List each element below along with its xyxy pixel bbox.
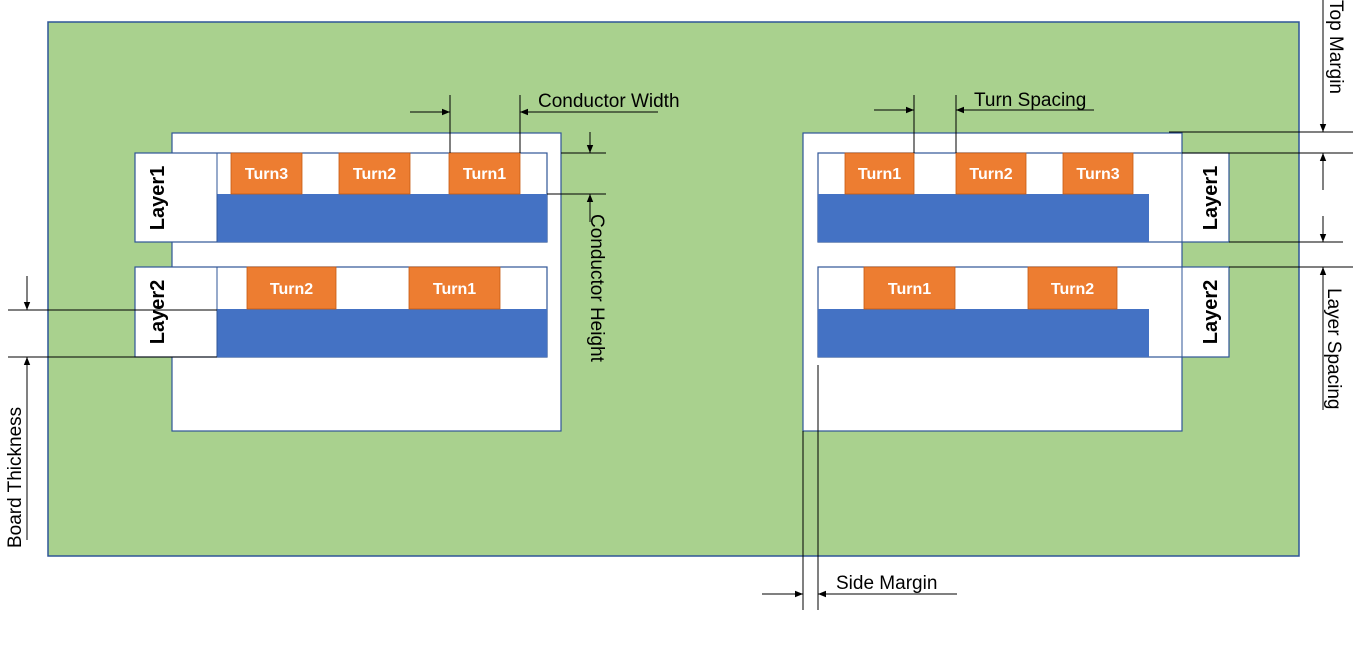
right-layer1-turn2-label: Turn2 xyxy=(969,166,1012,183)
turn-spacing-dimension: Turn Spacing xyxy=(874,90,1094,153)
left-layer1-turn2 xyxy=(338,152,411,195)
conductor-width-label: Conductor Width xyxy=(538,91,680,112)
board-thickness-label: Board Thickness xyxy=(5,407,26,548)
right-layer1-turn1 xyxy=(844,152,915,195)
conductor-height-dimension: Conductor Height xyxy=(547,132,607,363)
left-layer2-turn2-label: Turn2 xyxy=(270,281,313,298)
side-margin-label: Side Margin xyxy=(836,573,937,594)
left-layer1-label: Layer1 xyxy=(147,166,169,231)
left-layer2-label: Layer2 xyxy=(147,280,169,345)
right-layer2-turn2 xyxy=(1027,266,1118,310)
board-thickness-dimension: Board Thickness xyxy=(5,276,217,548)
left-layer2-conductor-bar xyxy=(217,309,547,357)
layer-spacing-label: Layer Spacing xyxy=(1323,288,1344,409)
left-layer1-conductor-bar xyxy=(217,194,547,242)
left-layer1-turn1-label: Turn1 xyxy=(463,166,506,183)
right-layer2-turn1 xyxy=(863,266,956,310)
left-layer1-turn3-label: Turn3 xyxy=(245,166,288,183)
right-layer1-turn3 xyxy=(1062,152,1134,195)
right-layer2-turn1-label: Turn1 xyxy=(888,281,931,298)
right-layer1-turn3-label: Turn3 xyxy=(1076,166,1119,183)
right-layer1-turn1-label: Turn1 xyxy=(858,166,901,183)
left-layer1-turn1 xyxy=(448,152,521,195)
right-layer2-label: Layer2 xyxy=(1200,280,1222,345)
left-layer1-turn3 xyxy=(230,152,303,195)
left-layer2-turn1 xyxy=(408,266,501,310)
side-margin-dimension: Side Margin xyxy=(762,365,957,610)
left-layer2-turn2 xyxy=(246,266,337,310)
right-layer1-conductor-bar xyxy=(818,194,1149,242)
conductor-height-label: Conductor Height xyxy=(586,214,607,363)
left-layer2-turn1-label: Turn1 xyxy=(433,281,476,298)
top-margin-dimension: Top Margin xyxy=(1169,0,1353,190)
right-layer2-conductor-bar xyxy=(818,309,1149,357)
right-layer2-turn2-label: Turn2 xyxy=(1051,281,1094,298)
right-layer1-turn2 xyxy=(955,152,1027,195)
layer-spacing-dimension: Layer Spacing xyxy=(1229,216,1353,410)
conductor-width-dimension: Conductor Width xyxy=(410,91,680,153)
right-layer1-label: Layer1 xyxy=(1200,166,1222,231)
turn-spacing-label: Turn Spacing xyxy=(974,90,1086,111)
left-layer1-turn2-label: Turn2 xyxy=(353,166,396,183)
top-margin-label: Top Margin xyxy=(1325,0,1346,94)
